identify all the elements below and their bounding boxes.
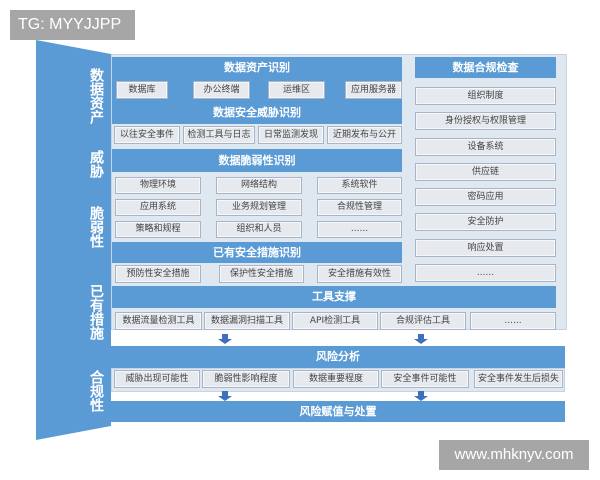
- risk-analysis-header: 风险分析: [111, 346, 565, 368]
- left-label-vulnerability: 脆弱性: [88, 206, 104, 248]
- tool-support-header: 工具支撑: [112, 286, 556, 308]
- left-label-existing-measures: 已有措施: [88, 284, 104, 340]
- left-label-data-assets: 数据资产: [88, 68, 104, 124]
- asset-item-app-server: 应用服务器: [345, 81, 402, 99]
- left-label-compliance: 合规性: [88, 370, 104, 412]
- threat-item-recent-disclosures: 近期发布与公开: [327, 126, 402, 144]
- arrow-down-icon: [414, 334, 428, 344]
- vuln-item-more: ......: [317, 221, 402, 238]
- vulnerability-identification-header: 数据脆弱性识别: [112, 149, 402, 172]
- vuln-item-physical-env: 物理环境: [115, 177, 201, 194]
- threat-item-tools-logs: 检测工具与日志: [183, 126, 255, 144]
- measure-item-preventive: 预防性安全措施: [115, 265, 201, 283]
- vuln-item-compliance-mgmt: 合规性管理: [317, 199, 402, 216]
- risk-item-threat-likelihood: 威胁出现可能性: [114, 370, 200, 388]
- compliance-item-response: 响应处置: [415, 239, 556, 257]
- left-label-threat: 威胁: [88, 150, 104, 178]
- compliance-item-more: ......: [415, 264, 556, 282]
- vuln-item-network-structure: 网络结构: [216, 177, 302, 194]
- compliance-item-security-protection: 安全防护: [415, 213, 556, 231]
- watermark-bottom-right: www.mhknyv.com: [439, 440, 589, 470]
- watermark-top-left: TG: MYYJJPP: [10, 10, 135, 40]
- compliance-item-identity-access: 身份授权与权限管理: [415, 112, 556, 130]
- measure-item-effectiveness: 安全措施有效性: [317, 265, 402, 283]
- risk-valuation-header: 风险赋值与处置: [111, 401, 565, 422]
- vuln-item-business-planning: 业务规划管理: [216, 199, 302, 216]
- threat-identification-header: 数据安全威胁识别: [112, 102, 402, 124]
- risk-item-data-importance: 数据重要程度: [293, 370, 379, 388]
- tool-item-more: ......: [470, 312, 556, 330]
- asset-item-office-terminal: 办公终端: [193, 81, 250, 99]
- asset-identification-header: 数据资产识别: [112, 57, 402, 78]
- compliance-item-device-system: 设备系统: [415, 138, 556, 156]
- arrow-down-icon: [414, 391, 428, 401]
- arrow-down-icon: [218, 391, 232, 401]
- asset-item-ops-zone: 运维区: [268, 81, 325, 99]
- compliance-check-header: 数据合规检查: [415, 57, 556, 78]
- vuln-item-policy-procedure: 策略和规程: [115, 221, 201, 238]
- threat-item-daily-monitoring: 日常监测发现: [258, 126, 324, 144]
- risk-item-event-loss: 安全事件发生后损失: [474, 370, 563, 388]
- tool-item-vuln-scanner: 数据漏洞扫描工具: [204, 312, 290, 330]
- measure-item-protective: 保护性安全措施: [219, 265, 304, 283]
- tool-item-compliance-assessment: 合规评估工具: [380, 312, 466, 330]
- asset-item-database: 数据库: [116, 81, 168, 99]
- threat-item-past-incidents: 以往安全事件: [114, 126, 180, 144]
- tool-item-traffic-detection: 数据流量检测工具: [115, 312, 202, 330]
- vuln-item-system-software: 系统软件: [317, 177, 402, 194]
- vuln-item-app-system: 应用系统: [115, 199, 201, 216]
- compliance-item-supply-chain: 供应链: [415, 163, 556, 181]
- compliance-item-org-system: 组织制度: [415, 87, 556, 105]
- tool-item-api-detection: API检测工具: [292, 312, 378, 330]
- vuln-item-org-personnel: 组织和人员: [216, 221, 302, 238]
- compliance-item-crypto: 密码应用: [415, 188, 556, 206]
- existing-measures-header: 已有安全措施识别: [112, 242, 402, 263]
- arrow-down-icon: [218, 334, 232, 344]
- risk-item-vuln-impact: 脆弱性影响程度: [202, 370, 290, 388]
- risk-item-event-likelihood: 安全事件可能性: [381, 370, 469, 388]
- left-category-bar: [36, 40, 111, 440]
